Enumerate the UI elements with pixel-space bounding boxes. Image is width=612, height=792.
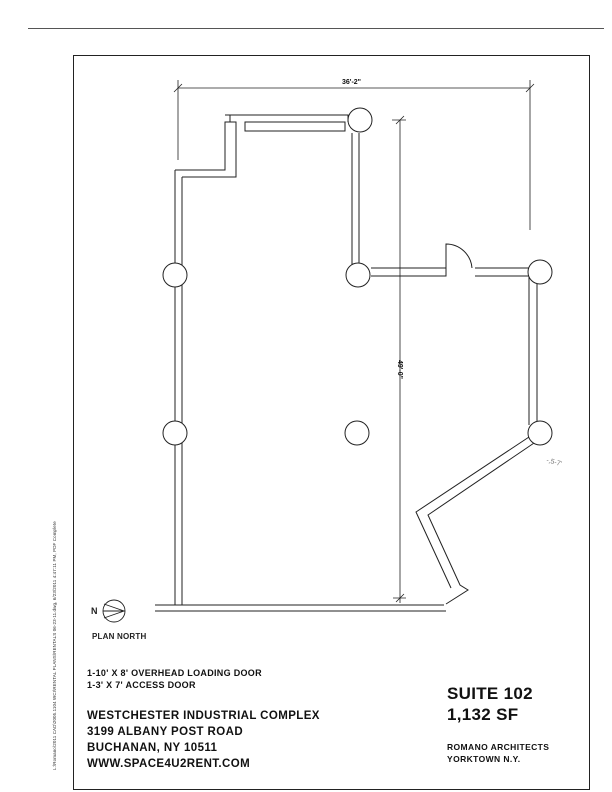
note-line: 1-10' X 8' OVERHEAD LOADING DOOR [87, 668, 262, 678]
website-link[interactable]: WWW.SPACE4U2RENT.COM [87, 758, 251, 770]
plan-north-label: PLAN NORTH [92, 632, 147, 641]
architect-block: ROMANO ARCHITECTS YORKTOWN N.Y. [447, 741, 549, 765]
column [527, 259, 553, 285]
wall-diagonal [415, 436, 538, 605]
column [347, 107, 373, 133]
wall-right [528, 276, 538, 425]
suite-name: SUITE 102 [447, 684, 533, 703]
sheet-border [73, 55, 590, 790]
width-dimension-label: 36'-2" [342, 79, 361, 86]
column [345, 262, 371, 288]
wall-bottom [155, 604, 446, 612]
suite-block: SUITE 102 1,132 SF [447, 683, 533, 725]
wall-left [174, 170, 183, 605]
north-arrow [102, 599, 126, 623]
stray-mark: -,5-7' [545, 457, 562, 468]
dimension-line-width [177, 80, 531, 230]
suite-area: 1,132 SF [447, 705, 519, 724]
column [527, 420, 553, 446]
access-door-swing [445, 243, 473, 269]
height-dimension-label: 49'-0" [396, 360, 403, 379]
wall-middle [371, 267, 530, 277]
column [344, 420, 370, 446]
door-notes: 1-10' X 8' OVERHEAD LOADING DOOR 1-3' X … [87, 667, 262, 691]
architect-location: YORKTOWN N.Y. [447, 754, 521, 764]
architect-name: ROMANO ARCHITECTS [447, 742, 550, 752]
address-line: WESTCHESTER INDUSTRIAL COMPLEX [87, 710, 320, 722]
overhead-door [244, 121, 346, 132]
address-line: BUCHANAN, NY 10511 [87, 742, 218, 754]
wall-center-upper [351, 133, 360, 266]
address-block: WESTCHESTER INDUSTRIAL COMPLEX 3199 ALBA… [87, 708, 320, 772]
note-line: 1-3' X 7' ACCESS DOOR [87, 680, 196, 690]
top-rule [28, 28, 604, 29]
column [162, 262, 188, 288]
column [162, 420, 188, 446]
wall-top-left [175, 114, 349, 178]
address-line: 3199 ALBANY POST ROAD [87, 726, 244, 738]
north-letter: N [91, 606, 98, 616]
